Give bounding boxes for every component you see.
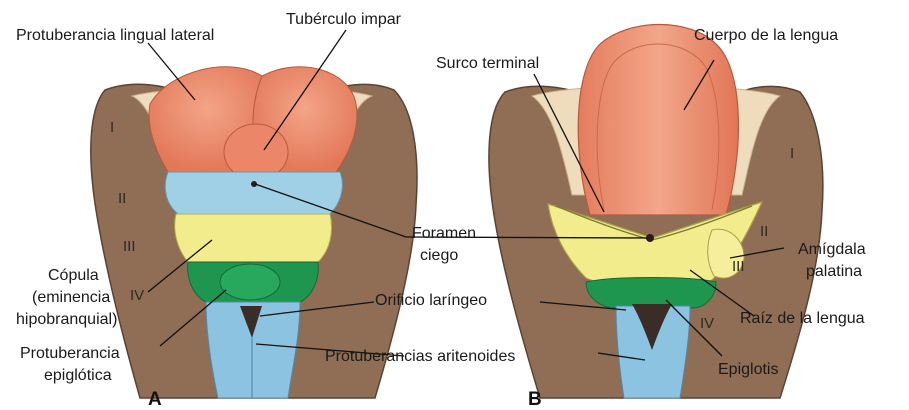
label-copula-line2: (eminencia <box>32 289 110 306</box>
copula-yellow-band <box>175 214 332 262</box>
arch-iv-a: IV <box>130 287 144 304</box>
label-protuberancia-lingual-lateral: Protuberancia lingual lateral <box>16 27 214 44</box>
label-surco-terminal: Surco terminal <box>436 55 539 72</box>
label-amigdala-palatina-line1: Amígdala <box>798 241 866 258</box>
label-tuberculo-impar: Tubérculo impar <box>286 11 402 28</box>
copula-blue-band <box>165 172 342 214</box>
arch-iii-b: III <box>732 258 745 275</box>
label-raiz-de-la-lengua: Raíz de la lengua <box>740 310 865 327</box>
arch-ii-b: II <box>760 223 768 240</box>
arch-i-b: I <box>790 145 794 162</box>
arch-iii-a: III <box>123 238 136 255</box>
panel-label-a: A <box>148 389 162 410</box>
panel-b-drawing <box>489 25 823 399</box>
label-epiglotis: Epiglotis <box>718 361 778 378</box>
epiglottis <box>586 278 716 309</box>
label-copula-line1: Cópula <box>48 267 99 284</box>
label-cuerpo-de-la-lengua: Cuerpo de la lengua <box>694 27 838 44</box>
label-amigdala-palatina-line2: palatina <box>806 263 862 280</box>
arch-i-a: I <box>110 119 114 136</box>
label-protuberancia-epiglotica-line2: epiglótica <box>44 367 112 384</box>
label-foramen-ciego-line2: ciego <box>420 247 458 264</box>
label-copula-line3: hipobranquial) <box>16 311 117 328</box>
label-protuberancias-aritenoides: Protuberancias aritenoides <box>325 348 515 365</box>
label-foramen-ciego-line1: Foramen <box>412 225 476 242</box>
arch-iv-b: IV <box>700 315 714 332</box>
tongue-body <box>578 25 738 216</box>
label-orificio-laringeo: Orificio laríngeo <box>375 292 487 309</box>
epiglottic-swelling <box>220 264 280 300</box>
panel-label-b: B <box>528 389 542 410</box>
arch-ii-a: II <box>118 190 126 207</box>
label-protuberancia-epiglotica-line1: Protuberancia <box>20 345 120 362</box>
